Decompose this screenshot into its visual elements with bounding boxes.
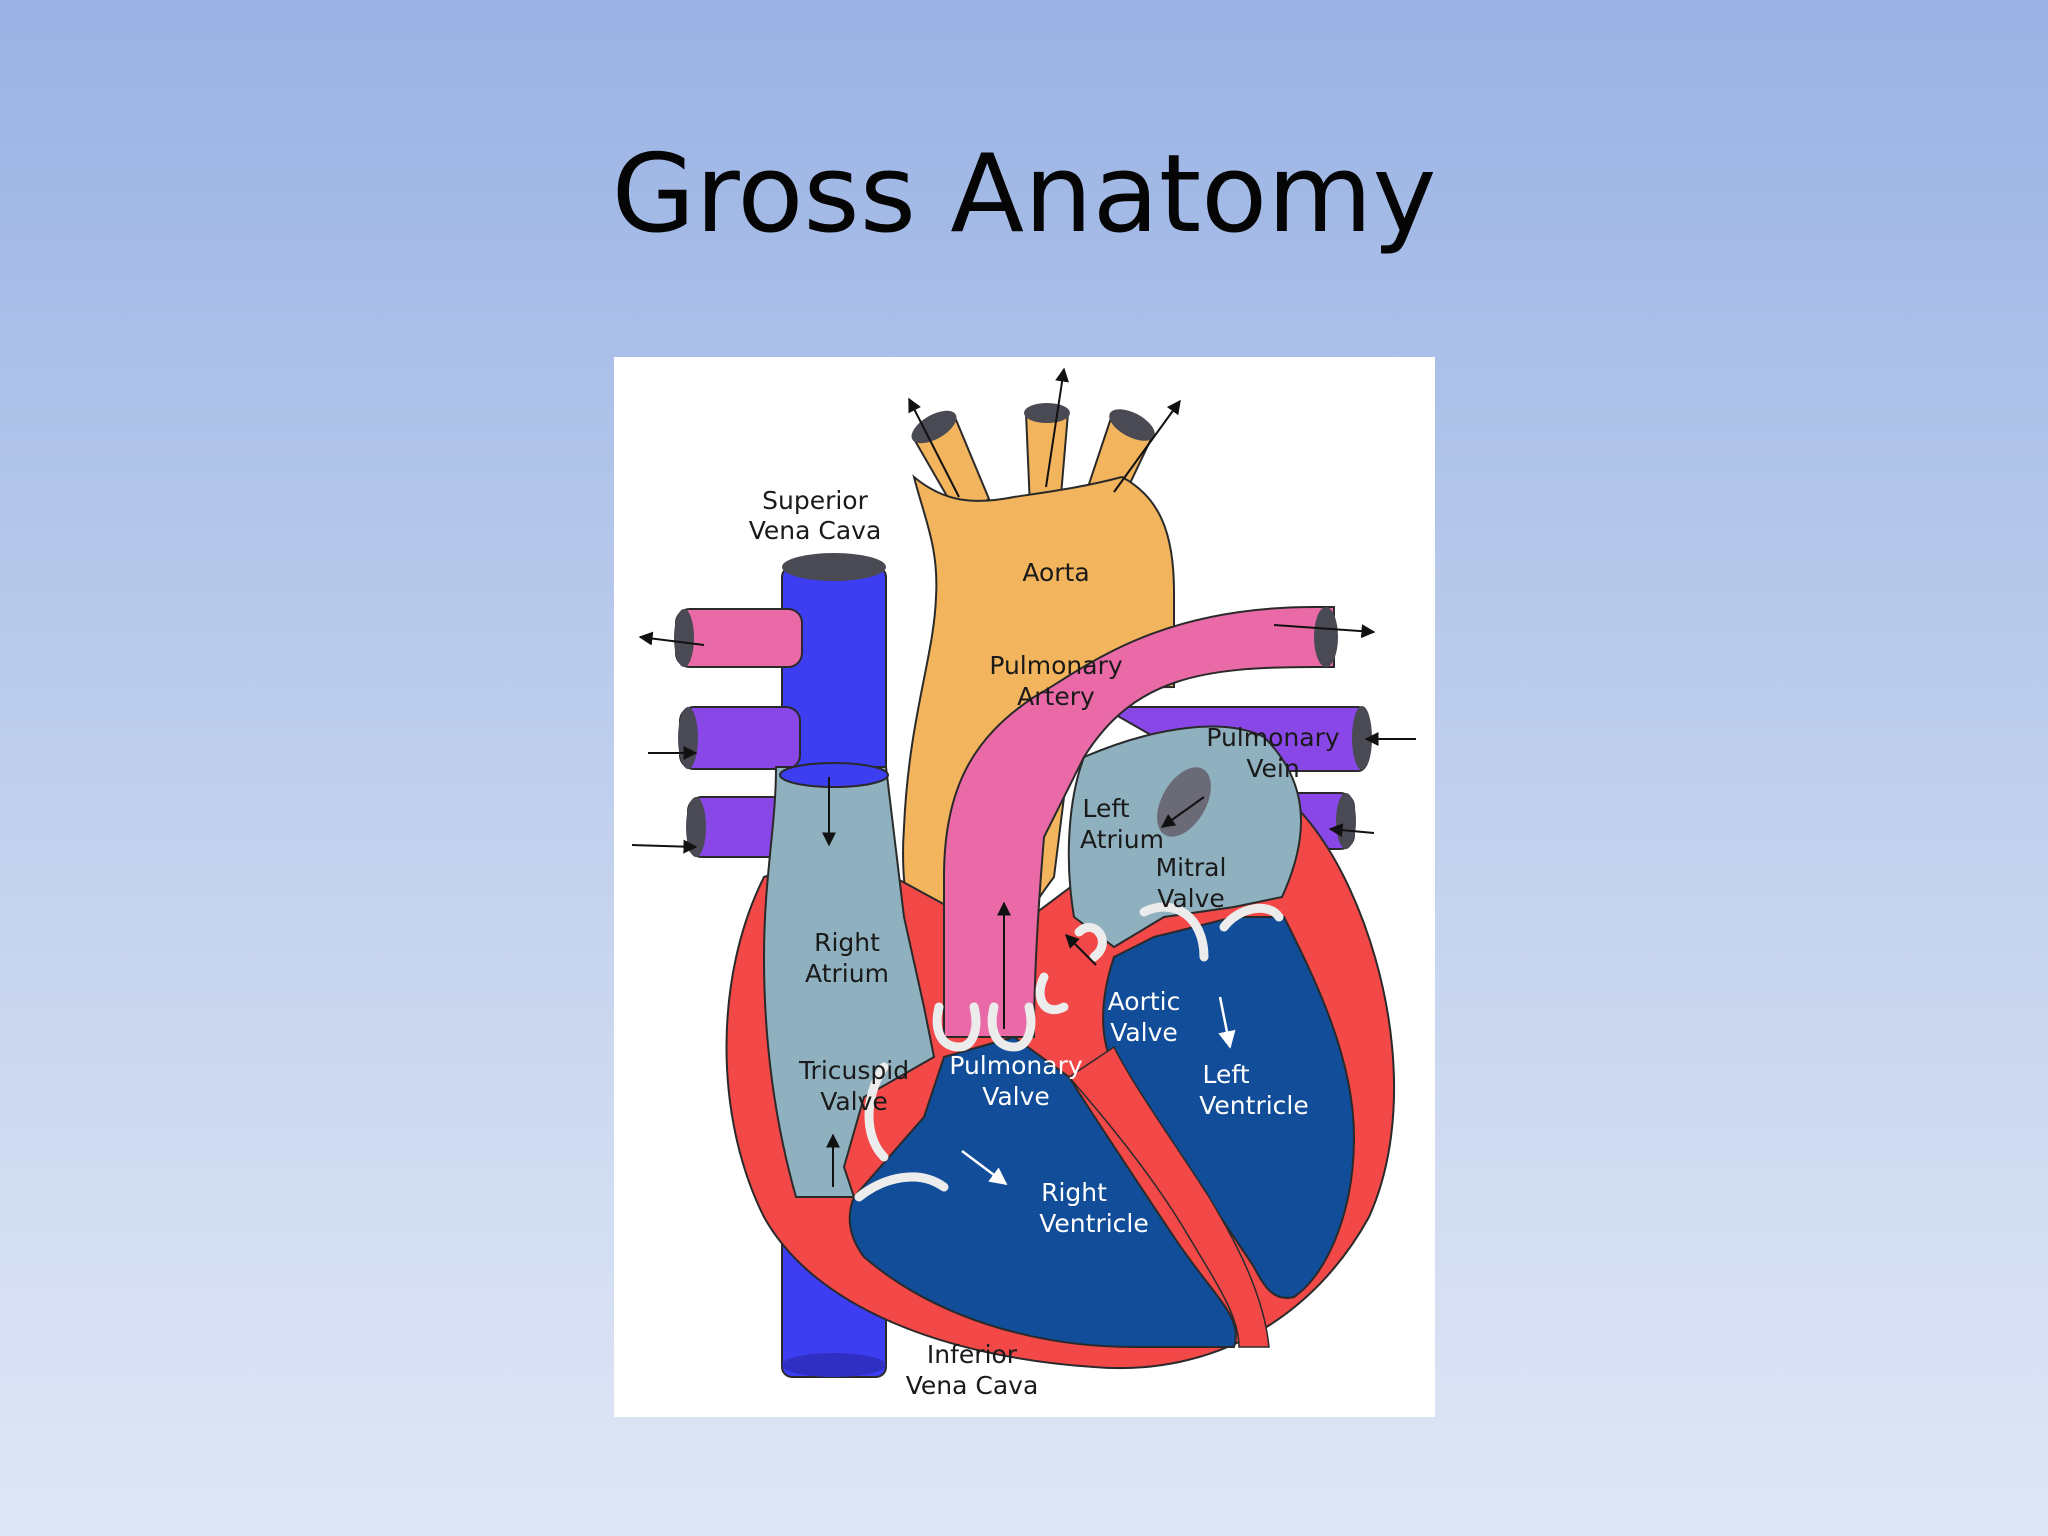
tricuspid-valve-cusps	[854, 1062, 949, 1202]
label-aorta: Aorta	[1022, 558, 1089, 587]
aorta-branch-left-opening	[911, 410, 957, 444]
arrow-aortic-up	[1065, 934, 1097, 966]
left-atrium	[1067, 725, 1302, 949]
interventricular-septum	[1067, 1045, 1270, 1348]
aorta-branch-right-opening	[1109, 409, 1155, 441]
mitral-valve-cusps	[1139, 902, 1284, 962]
arrow-lpa	[1273, 624, 1376, 639]
arrow-aorta-left	[908, 397, 960, 498]
arrow-aorta-mid	[1045, 367, 1070, 488]
arrow-lpv-lower	[1328, 823, 1375, 838]
arrow-rpv-lower	[631, 839, 698, 854]
arrow-rpa	[638, 631, 705, 646]
arrow-tricuspid-rv	[961, 1150, 1008, 1186]
right-ventricle	[848, 1035, 1237, 1348]
slide-title: Gross Anatomy	[611, 132, 1437, 257]
right-pulmonary-artery	[675, 608, 803, 668]
aortic-valve-cusps	[1035, 922, 1107, 1015]
aorta-branch-mid-opening	[1024, 403, 1070, 423]
superior-vena-cava-opening	[782, 553, 886, 581]
arrow-la-inflow	[1160, 796, 1205, 828]
svc-into-atrium	[779, 762, 889, 788]
arrow-mitral-down	[1218, 996, 1236, 1049]
pulmonary-valve-cusps	[932, 1002, 1036, 1052]
inferior-vena-cava-opening	[782, 1353, 886, 1377]
pulmonary-artery-left-opening	[1314, 607, 1338, 667]
arrow-aorta-right	[1113, 399, 1181, 493]
